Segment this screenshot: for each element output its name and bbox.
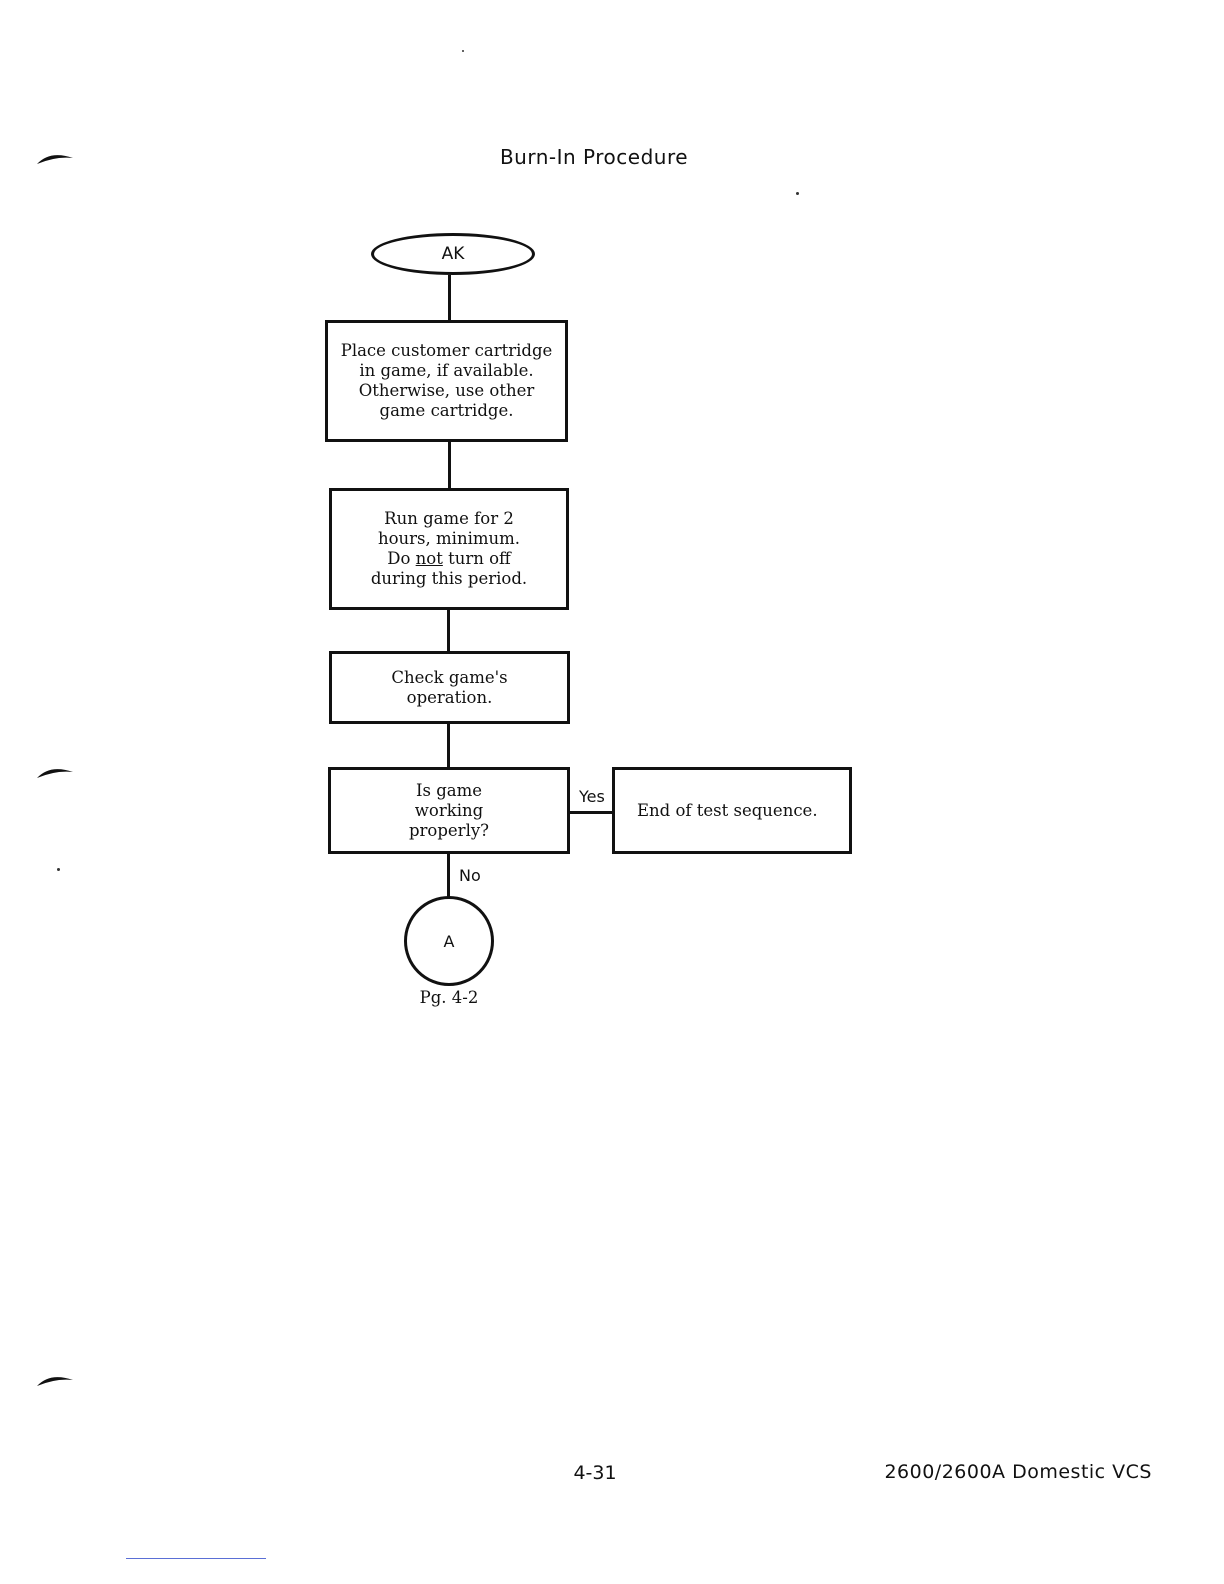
end-of-test-text: End of test sequence. bbox=[637, 801, 818, 821]
flow-line bbox=[448, 441, 451, 489]
binder-mark-middle bbox=[36, 764, 74, 780]
binder-mark-top bbox=[36, 150, 74, 166]
step-place-cartridge: Place customer cartridge in game, if ava… bbox=[325, 320, 568, 442]
flow-line-no bbox=[447, 853, 450, 897]
page-number: 4-31 bbox=[560, 1462, 630, 1484]
yes-branch-label: Yes bbox=[579, 787, 605, 806]
page-title: Burn-In Procedure bbox=[444, 145, 744, 169]
step-place-cartridge-text: Place customer cartridge in game, if ava… bbox=[341, 341, 553, 421]
step-run-game: Run game for 2 hours, minimum. Do not tu… bbox=[329, 488, 569, 610]
decision-working-properly: Is game working properly? bbox=[328, 767, 570, 854]
start-label: AK bbox=[442, 244, 465, 264]
bottom-rule bbox=[126, 1558, 266, 1559]
step-run-game-emphasis: not bbox=[416, 549, 443, 568]
scan-speck bbox=[796, 192, 799, 195]
step-check-operation: Check game's operation. bbox=[329, 651, 570, 724]
step-check-operation-text: Check game's operation. bbox=[391, 668, 507, 708]
decision-text: Is game working properly? bbox=[409, 781, 489, 841]
scan-speck bbox=[462, 50, 464, 52]
flow-line bbox=[448, 275, 451, 321]
no-branch-label: No bbox=[459, 866, 481, 885]
product-name: 2600/2600A Domestic VCS bbox=[840, 1461, 1152, 1483]
flow-line bbox=[447, 723, 450, 768]
flow-line bbox=[447, 610, 450, 652]
end-of-test-box: End of test sequence. bbox=[612, 767, 852, 854]
connector-label: A bbox=[444, 932, 455, 951]
start-terminator: AK bbox=[371, 233, 535, 275]
page-reference: Pg. 4-2 bbox=[404, 988, 494, 1007]
offpage-connector-a: A bbox=[404, 896, 494, 986]
binder-mark-bottom bbox=[36, 1372, 74, 1388]
step-run-game-text: Run game for 2 hours, minimum. Do not tu… bbox=[371, 509, 527, 589]
flow-line-yes bbox=[569, 811, 614, 814]
scan-speck bbox=[57, 868, 60, 871]
